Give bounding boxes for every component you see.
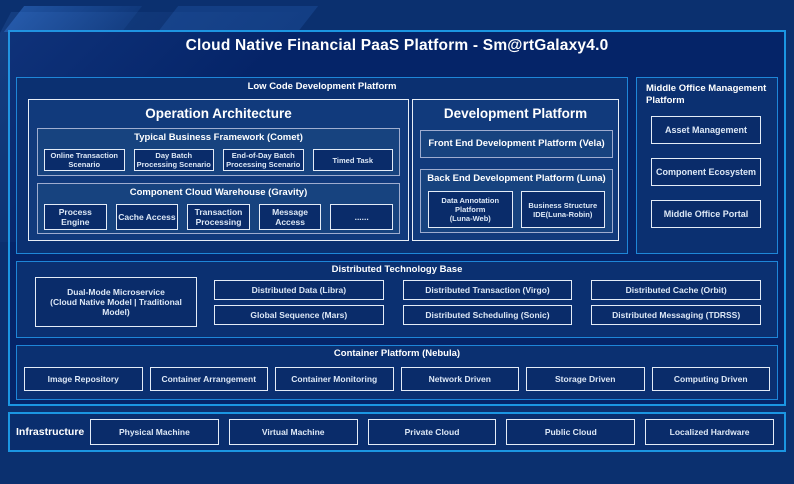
distributed-item: Distributed Cache (Orbit): [591, 280, 761, 300]
gravity-title: Component Cloud Warehouse (Gravity): [129, 187, 308, 198]
group-operation-architecture: Operation Architecture Typical Business …: [28, 99, 409, 241]
panel-low-code-development-platform: Low Code Development Platform Operation …: [16, 77, 628, 254]
middle-office-item: Asset Management: [651, 116, 761, 144]
distributed-header: Distributed Technology Base: [331, 264, 463, 275]
container-item: Network Driven: [400, 367, 519, 391]
infrastructure-item: Public Cloud: [506, 419, 636, 445]
distributed-item: Distributed Data (Libra): [214, 280, 384, 300]
comet-item: Day Batch Processing Scenario: [133, 149, 214, 171]
container-platform-header: Container Platform (Nebula): [333, 348, 461, 359]
gravity-item: Transaction Processing: [187, 204, 250, 230]
comet-item: End-of-Day Batch Processing Scenario: [223, 149, 304, 171]
panel-distributed-technology-base: Distributed Technology Base Dual-Mode Mi…: [16, 261, 778, 338]
middle-office-item: Middle Office Portal: [651, 200, 761, 228]
panel-middle-office-management-platform: Middle Office Management Platform Asset …: [636, 77, 778, 254]
comet-item: Online Transaction Scenario: [44, 149, 125, 171]
comet-items-row: Online Transaction Scenario Day Batch Pr…: [44, 149, 393, 171]
low-code-header: Low Code Development Platform: [247, 81, 397, 92]
middle-office-item: Component Ecosystem: [651, 158, 761, 186]
distributed-item: Distributed Transaction (Virgo): [402, 280, 573, 300]
gravity-item: Process Engine: [44, 204, 107, 230]
middle-office-header: Middle Office Management Platform: [646, 83, 767, 106]
container-item: Container Arrangement: [149, 367, 268, 391]
page-title: Cloud Native Financial PaaS Platform - S…: [185, 37, 609, 54]
container-item: Storage Driven: [526, 367, 645, 391]
distributed-item: Distributed Scheduling (Sonic): [402, 305, 573, 325]
distributed-items-grid: Distributed Data (Libra) Global Sequence…: [214, 280, 761, 325]
panel-container-platform-nebula: Container Platform (Nebula) Image Reposi…: [16, 345, 778, 400]
group-development-platform: Development Platform Front End Developme…: [412, 99, 619, 241]
infrastructure-items-row: Physical Machine Virtual Machine Private…: [90, 419, 774, 445]
back-end-title: Back End Development Platform (Luna): [427, 173, 606, 184]
development-platform-title: Development Platform: [443, 106, 588, 121]
infrastructure-item: Localized Hardware: [645, 419, 774, 445]
container-item: Image Repository: [24, 367, 143, 391]
infrastructure-item: Private Cloud: [367, 419, 497, 445]
back-end-item: Data Annotation Platform (Luna-Web): [428, 191, 513, 228]
distributed-item: Distributed Messaging (TDRSS): [591, 305, 761, 325]
decorative-stripe: [3, 6, 143, 32]
operation-architecture-title: Operation Architecture: [145, 106, 292, 121]
infrastructure-item: Physical Machine: [90, 419, 219, 445]
dual-mode-microservice-box: Dual-Mode Microservice (Cloud Native Mod…: [35, 277, 197, 327]
container-items-row: Image Repository Container Arrangement C…: [24, 367, 770, 391]
front-end-development-platform-box: Front End Development Platform (Vela): [420, 130, 613, 158]
platform-frame: Cloud Native Financial PaaS Platform - S…: [8, 30, 786, 406]
decorative-stripe: [157, 6, 319, 32]
gravity-item: ......: [330, 204, 393, 230]
container-item: Container Monitoring: [275, 367, 394, 391]
comet-title: Typical Business Framework (Comet): [134, 132, 303, 143]
gravity-item: Message Access: [258, 204, 322, 230]
container-item: Computing Driven: [651, 367, 770, 391]
gravity-item: Cache Access: [115, 204, 179, 230]
back-end-item: Business Structure IDE(Luna-Robin): [520, 191, 605, 228]
gravity-items-row: Process Engine Cache Access Transaction …: [44, 204, 393, 230]
back-end-items-row: Data Annotation Platform (Luna-Web) Busi…: [428, 191, 605, 228]
infrastructure-label: Infrastructure: [16, 426, 85, 438]
subgroup-typical-business-framework-comet: Typical Business Framework (Comet) Onlin…: [37, 128, 400, 176]
distributed-item: Global Sequence (Mars): [214, 305, 384, 325]
panel-infrastructure: Infrastructure Physical Machine Virtual …: [8, 412, 786, 452]
infrastructure-item: Virtual Machine: [228, 419, 358, 445]
comet-item: Timed Task: [312, 149, 393, 171]
subgroup-component-cloud-warehouse-gravity: Component Cloud Warehouse (Gravity) Proc…: [37, 183, 400, 234]
subgroup-back-end-development-platform-luna: Back End Development Platform (Luna) Dat…: [420, 169, 613, 233]
